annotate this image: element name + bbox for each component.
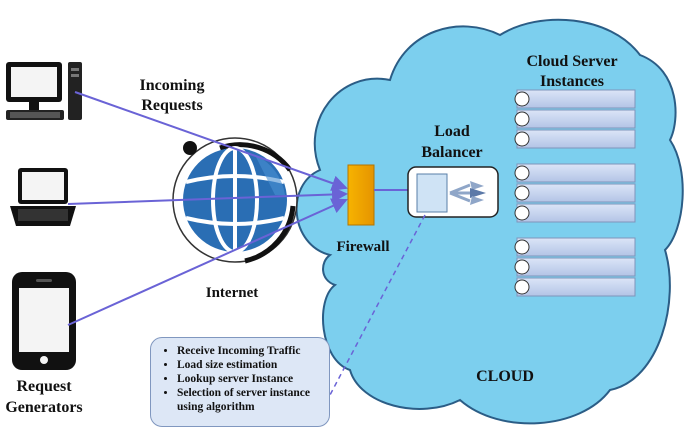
server-group-2 [514,163,636,223]
server-instance-circle [514,131,530,147]
server-instance-bar [516,183,636,203]
server-group-3 [514,237,636,297]
server-instance-circle [514,91,530,107]
server-instance-circle [514,185,530,201]
internet-label: Internet [206,285,259,301]
server-instance-bar [516,203,636,223]
firewall-block [347,164,375,226]
callout-item: Selection of server instance using algor… [177,386,325,414]
load-balancer-tasks-callout: Receive Incoming Traffic Load size estim… [150,337,330,427]
server-group-1 [514,89,636,149]
callout-item: Load size estimation [177,358,325,372]
callout-item: Lookup server Instance [177,372,325,386]
server-instance-bar [516,89,636,109]
server-instance-circle [514,239,530,255]
load-balancer-label-2: Balancer [421,144,482,161]
incoming-requests-label-1: Incoming [140,77,205,94]
server-instance-circle [514,205,530,221]
request-line-desktop [74,91,348,191]
server-instance-circle [514,279,530,295]
smartphone-icon [12,272,76,370]
laptop-icon [10,168,76,226]
firewall-label: Firewall [336,239,389,255]
server-instance-bar [516,109,636,129]
callout-connector [329,214,426,396]
cloud-label: CLOUD [476,368,534,385]
callout-item: Receive Incoming Traffic [177,344,325,358]
globe-icon [172,137,298,264]
server-instance-bar [516,257,636,277]
request-line-phone [67,198,348,326]
request-generators-label-1: Request [16,378,72,395]
server-instance-bar [516,163,636,183]
request-generators-label-2: Generators [5,399,82,416]
cloud-server-label-2: Instances [540,73,604,90]
cloud-server-label-1: Cloud Server [526,53,617,70]
load-balancer-label-1: Load [434,123,470,140]
server-instance-bar [516,237,636,257]
server-instance-circle [514,111,530,127]
server-instance-circle [514,259,530,275]
incoming-requests-label-2: Requests [141,97,202,114]
server-instance-bar [516,129,636,149]
load-balancer-icon [407,166,499,218]
server-instance-bar [516,277,636,297]
callout-list: Receive Incoming Traffic Load size estim… [157,344,325,414]
server-instance-circle [514,165,530,181]
request-line-laptop [67,186,348,205]
desktop-computer-icon [6,62,82,120]
